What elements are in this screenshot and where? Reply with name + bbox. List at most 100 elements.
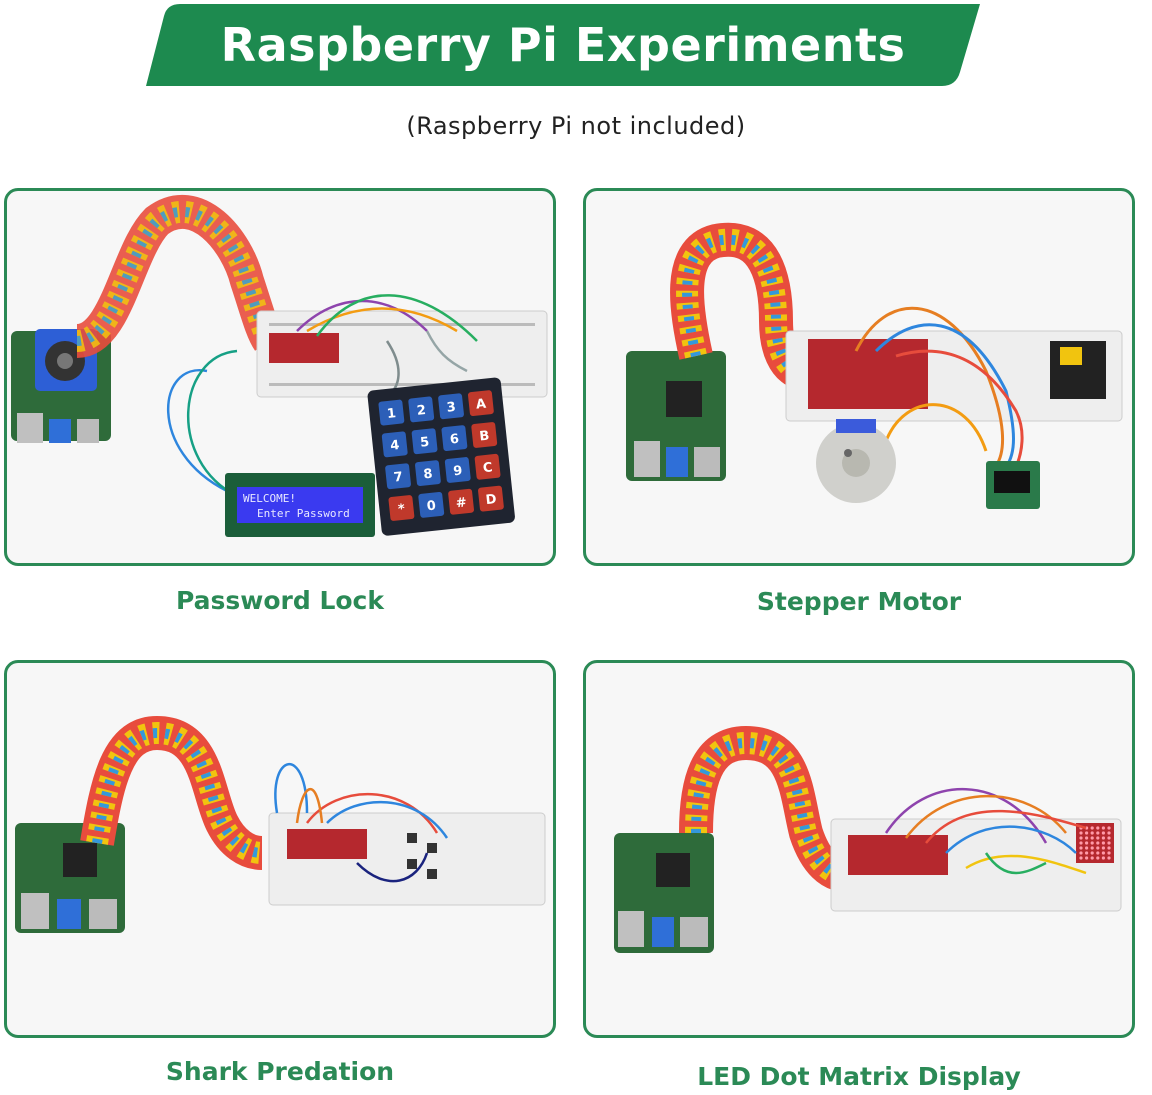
led-dot bbox=[1096, 841, 1100, 845]
lcd-line-1: WELCOME! bbox=[243, 492, 296, 505]
lcd-line-2: Enter Password bbox=[257, 507, 350, 520]
led-dot bbox=[1090, 831, 1094, 835]
membrane-keypad: 1 2 3 A 4 5 6 B 7 8 9 C * 0 # D bbox=[367, 377, 515, 536]
caption-password-lock: Password Lock bbox=[175, 586, 385, 615]
keypad-key bbox=[381, 431, 408, 458]
led-dot bbox=[1079, 846, 1083, 850]
led-dot bbox=[1085, 846, 1089, 850]
led-dot bbox=[1101, 856, 1105, 860]
jumper-wires bbox=[854, 306, 1024, 468]
keypad-key bbox=[408, 396, 435, 423]
led-dot bbox=[1096, 826, 1100, 830]
led-dot bbox=[1079, 841, 1083, 845]
led-dot bbox=[1090, 856, 1094, 860]
keypad-key-label: 7 bbox=[393, 470, 404, 486]
password-lock-illustration: WELCOME! Enter Password 1 2 3 A 4 5 6 B 7 8 9 C * 0 # D bbox=[11, 194, 548, 537]
raspberry-pi-board bbox=[15, 823, 125, 933]
keypad-key-label: D bbox=[485, 492, 498, 508]
led-dot bbox=[1101, 826, 1105, 830]
keypad-key bbox=[448, 488, 474, 515]
raspberry-pi-board bbox=[626, 351, 726, 481]
led-dot bbox=[1101, 841, 1105, 845]
caption-led-dot-matrix: LED Dot Matrix Display bbox=[697, 1062, 1021, 1091]
raspberry-pi-board bbox=[614, 833, 714, 953]
led-dot bbox=[1085, 836, 1089, 840]
led-dot bbox=[1090, 846, 1094, 850]
jumper-wires bbox=[274, 763, 449, 883]
keypad-key-label: 8 bbox=[423, 467, 434, 483]
led-dot bbox=[1090, 841, 1094, 845]
keypad-key-label: 9 bbox=[453, 464, 464, 480]
led-dot bbox=[1085, 851, 1089, 855]
keypad-key bbox=[471, 422, 498, 448]
gpio-extension-board bbox=[808, 339, 928, 409]
keypad-key bbox=[385, 463, 411, 490]
banner-shape bbox=[146, 4, 980, 86]
keypad-key-label: B bbox=[479, 429, 490, 445]
keypad-key bbox=[418, 492, 445, 518]
ribbon-cable bbox=[74, 194, 284, 358]
stepper-motor-illustration bbox=[626, 222, 1123, 509]
led-dot bbox=[1107, 856, 1111, 860]
lcd-display: WELCOME! Enter Password bbox=[225, 473, 375, 537]
ribbon-cable bbox=[80, 715, 264, 870]
led-dot bbox=[1101, 831, 1105, 835]
page-subtitle: (Raspberry Pi not included) bbox=[406, 112, 746, 140]
keypad-key-label: C bbox=[482, 460, 493, 476]
keypad-key-label: 6 bbox=[449, 432, 460, 448]
keypad-key bbox=[438, 393, 464, 420]
jumper-wires bbox=[167, 294, 478, 498]
keypad-key bbox=[444, 457, 471, 483]
keypad-key-label: 2 bbox=[416, 403, 427, 419]
page-title: Raspberry Pi Experiments bbox=[220, 18, 906, 72]
led-dot bbox=[1096, 846, 1100, 850]
panel-password-lock: WELCOME! Enter Password 1 2 3 A 4 5 6 B 7 8 9 C * 0 # D bbox=[4, 188, 556, 566]
led-dot bbox=[1085, 841, 1089, 845]
keypad-key-label: A bbox=[475, 397, 487, 413]
led-dot bbox=[1107, 851, 1111, 855]
caption-shark-predation: Shark Predation bbox=[165, 1057, 395, 1086]
keypad-key-label: * bbox=[397, 502, 406, 518]
gpio-extension-board bbox=[848, 835, 948, 875]
keypad-key bbox=[415, 460, 441, 486]
led-dot bbox=[1107, 836, 1111, 840]
led-dot bbox=[1090, 851, 1094, 855]
led-dot bbox=[1079, 831, 1083, 835]
led-dot bbox=[1107, 831, 1111, 835]
led-dot bbox=[1107, 826, 1111, 830]
shark-predation-illustration bbox=[15, 715, 546, 933]
push-buttons bbox=[407, 833, 437, 879]
led-dot bbox=[1101, 846, 1105, 850]
led-dot-matrix-illustration bbox=[614, 725, 1122, 953]
panel-stepper-motor bbox=[583, 188, 1135, 566]
breadboard-holes bbox=[269, 323, 535, 386]
keypad-key bbox=[468, 390, 494, 417]
keypad-key-label: 1 bbox=[386, 406, 397, 422]
jumper-wires bbox=[884, 788, 1087, 875]
led-dot bbox=[1096, 831, 1100, 835]
led-dot bbox=[1096, 836, 1100, 840]
led-dot bbox=[1101, 836, 1105, 840]
led-dot bbox=[1079, 856, 1083, 860]
gpio-extension-board bbox=[269, 333, 339, 363]
title-banner: Raspberry Pi Experiments bbox=[146, 4, 980, 86]
led-dot bbox=[1096, 856, 1100, 860]
led-dot bbox=[1107, 846, 1111, 850]
keypad-key bbox=[411, 428, 438, 455]
keypad-key-label: 0 bbox=[426, 498, 437, 514]
gpio-extension-board bbox=[287, 829, 367, 859]
keypad-key bbox=[388, 495, 415, 521]
led-dot bbox=[1101, 851, 1105, 855]
led-dot bbox=[1085, 856, 1089, 860]
keypad-key bbox=[441, 425, 468, 452]
keypad-key-label: 3 bbox=[446, 400, 457, 416]
stepper-motor bbox=[816, 419, 896, 503]
keypad-key-label: # bbox=[455, 495, 468, 511]
caption-stepper-motor: Stepper Motor bbox=[756, 587, 962, 616]
ribbon-cable bbox=[679, 725, 848, 892]
led-dot bbox=[1079, 851, 1083, 855]
keypad-key-label: 4 bbox=[390, 438, 401, 454]
keypad-key bbox=[378, 399, 405, 426]
keypad-key-label: 5 bbox=[419, 435, 430, 451]
led-matrix bbox=[1076, 823, 1114, 863]
